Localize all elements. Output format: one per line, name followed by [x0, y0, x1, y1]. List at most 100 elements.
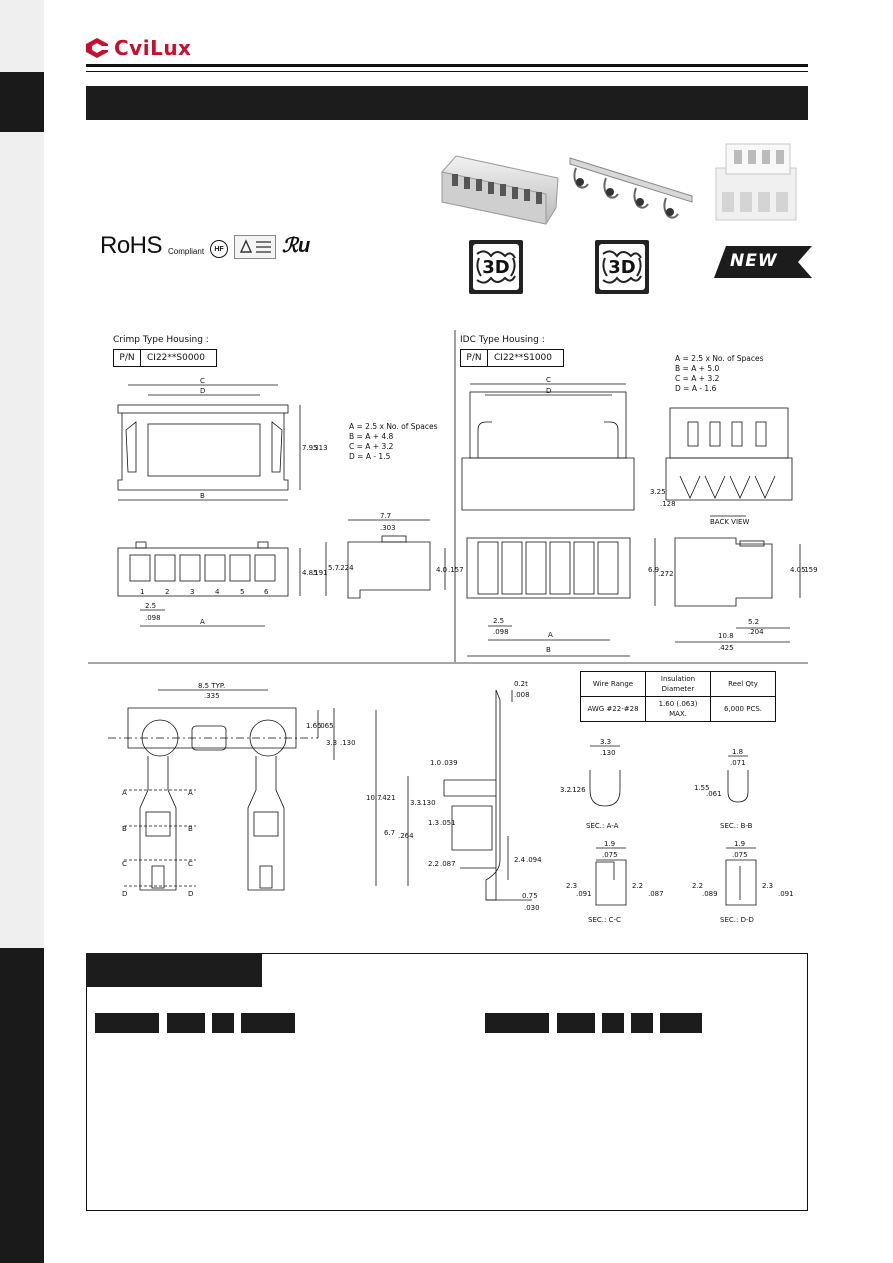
dim-130: .130 [340, 739, 356, 747]
dim-crimp-c: C [200, 377, 205, 385]
idc-formula: A = 2.5 x No. of Spaces B = A + 5.0 C = … [675, 354, 764, 394]
header-rule-thin [86, 71, 808, 72]
idc-pn-value: CI22**S1000 [494, 353, 553, 363]
dim-idc-a: A [548, 631, 553, 639]
ul-recognized-icon: ℛu [282, 235, 311, 257]
title-bar [86, 86, 808, 120]
sec-dd-w: 1.9 [734, 840, 745, 848]
back-view-label: BACK VIEW [710, 518, 749, 526]
dim-crimp-b: B [200, 492, 205, 500]
dim-idc-d: D [546, 387, 551, 395]
sec-cc-h2-in: .087 [648, 890, 664, 898]
pn-code-block-4 [241, 1013, 295, 1033]
idc-formula-c: C = A + 3.2 [675, 374, 720, 383]
sec-cc-h-in: .091 [576, 890, 592, 898]
dim-108: 10.8 [718, 632, 734, 640]
sec-aa-w: 3.3 [600, 738, 611, 746]
crimp-formula-c: C = A + 3.2 [349, 442, 394, 451]
th-reel-qty: Reel Qty [710, 671, 776, 697]
brand-name: CviLux [114, 36, 192, 60]
new-badge-icon [714, 246, 812, 278]
rohs-compliant: Compliant [168, 247, 205, 256]
dim-crimp-25: 2.5 [145, 602, 156, 610]
crimp-formula-a: A = 2.5 x No. of Spaces [349, 422, 438, 431]
pn-code-block-1 [95, 1013, 159, 1033]
dim-159: .159 [802, 566, 818, 574]
dim-224: .224 [338, 564, 354, 572]
sec-aa-h: 3.2 [560, 786, 571, 794]
sec-c-right: C [188, 860, 193, 868]
idc-title: IDC Type Housing : [460, 335, 545, 345]
sec-d-right: D [188, 890, 193, 898]
dim-57: 5.7 [328, 564, 339, 572]
pin-5: 5 [240, 588, 244, 596]
sec-dd-w-in: .075 [732, 851, 748, 859]
sec-cc-w-in: .075 [602, 851, 618, 859]
pn-code-block-9 [660, 1013, 702, 1033]
pn-code-block-7 [602, 1013, 624, 1033]
terminal-reel-photo [569, 157, 693, 219]
dim-crimp-d: D [200, 387, 205, 395]
dim-272: .272 [658, 570, 674, 578]
sec-cc-w: 1.9 [604, 840, 615, 848]
td-insulation-max: MAX. [669, 710, 687, 718]
td-wire-range: AWG #22-#28 [580, 696, 646, 722]
dim-24: 2.4 [514, 856, 526, 864]
sec-aa-h-in: .126 [570, 786, 586, 794]
dim-030: .030 [524, 904, 540, 912]
dim-075: 0.75 [522, 892, 538, 900]
3d-model-badge-terminal[interactable]: 3D [595, 240, 649, 294]
dim-term-33: 3.3 [410, 799, 421, 807]
crimp-pn-box: P/N CI22**S0000 [113, 349, 217, 367]
idc-formula-a: A = 2.5 x No. of Spaces [675, 354, 764, 363]
dim-165: 1.65 [306, 722, 322, 730]
dim-crimp-098: .098 [145, 614, 161, 622]
dim-264: .264 [398, 832, 414, 840]
td-reel-qty: 6,000 PCS. [710, 696, 776, 722]
crimp-formula: A = 2.5 x No. of Spaces B = A + 4.8 C = … [349, 422, 438, 462]
sec-dd-h-in: .089 [702, 890, 718, 898]
dim-008: .008 [514, 691, 530, 699]
ordering-info-tab [86, 953, 262, 987]
sec-dd-h2-in: .091 [778, 890, 794, 898]
dim-421: .421 [380, 794, 396, 802]
dim-crimp-a: A [200, 618, 205, 626]
brand-logo: CviLux [86, 36, 191, 60]
dim-69: 6.9 [648, 566, 659, 574]
header-rule-thick [86, 64, 808, 67]
crimp-formula-d: D = A - 1.5 [349, 452, 391, 461]
pn-code-block-3 [212, 1013, 234, 1033]
sidebar-tab-bottom [0, 948, 44, 1263]
dim-52: 5.2 [748, 618, 759, 626]
dim-094: .094 [526, 856, 542, 864]
sec-bb-w: 1.8 [732, 748, 743, 756]
dim-crimp-313: .313 [312, 444, 328, 452]
dim-crimp-795: 7.95 [302, 444, 318, 452]
dim-303: .303 [380, 524, 396, 532]
dim-425: .425 [718, 644, 734, 652]
rohs-mark: RoHS [100, 232, 163, 259]
sidebar-tab-top [0, 72, 44, 132]
dim-idc-b: B [546, 646, 551, 654]
sec-aa-name: SEC.: A-A [586, 822, 619, 830]
crimp-pn-value: CI22**S0000 [147, 353, 206, 363]
dim-idc-c: C [546, 376, 551, 384]
wire-spec-table: Wire Range Insulation Diameter Reel Qty … [580, 671, 776, 722]
sec-cc-name: SEC.: C-C [588, 916, 621, 924]
sec-dd-h: 2.2 [692, 882, 703, 890]
ordering-info-box [86, 953, 808, 1211]
dim-term-130: .130 [420, 799, 436, 807]
sec-cc-h: 2.3 [566, 882, 577, 890]
dim-051: .051 [440, 819, 456, 827]
dim-128: .128 [660, 500, 676, 508]
pn-code-block-2 [167, 1013, 205, 1033]
sec-bb-h-in: .061 [706, 790, 722, 798]
dim-idc-098: .098 [493, 628, 509, 636]
3d-model-badge-crimp[interactable]: 3D [469, 240, 523, 294]
dim-157: .157 [448, 566, 464, 574]
sec-a-left: A [122, 789, 127, 797]
pin-6: 6 [264, 588, 269, 596]
sec-bb-h: 1.55 [694, 784, 710, 792]
dim-idc-25: 2.5 [493, 617, 504, 625]
dim-13: 1.3 [428, 819, 439, 827]
